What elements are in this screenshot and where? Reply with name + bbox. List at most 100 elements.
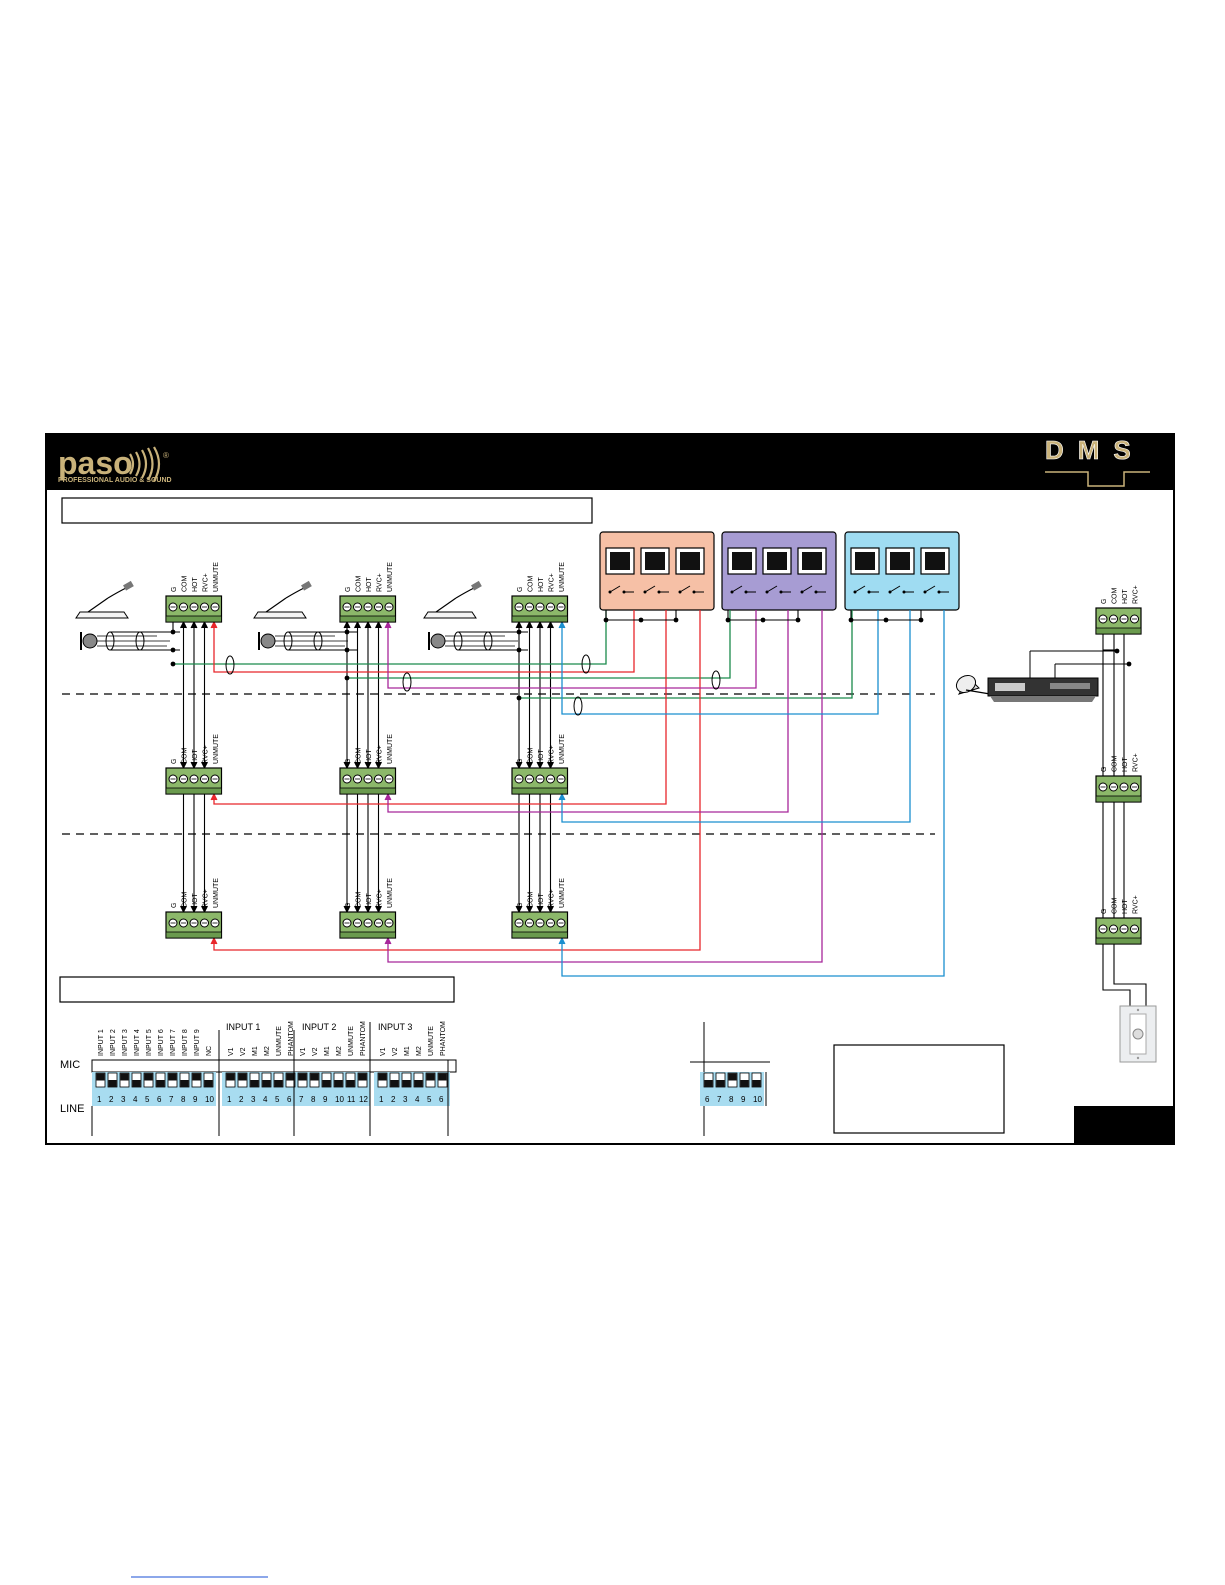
dip-label: INPUT 2 <box>110 1029 117 1056</box>
pin-label: COM <box>1112 588 1119 605</box>
junction <box>344 647 350 653</box>
pin-label: G <box>517 903 524 908</box>
blue-wire <box>561 610 945 977</box>
dip-number: 10 <box>205 1095 214 1104</box>
red-wire <box>213 610 635 673</box>
brand-name: paso <box>58 445 133 481</box>
junction <box>516 629 522 635</box>
purple-wire <box>387 610 789 813</box>
pin-label: RVC+ <box>1133 585 1140 604</box>
junction <box>760 617 766 623</box>
pin-label: RVC+ <box>549 573 556 592</box>
paso-logo: paso ® PROFESSIONAL AUDIO & SOUND <box>58 445 172 484</box>
dip-lever <box>226 1073 235 1081</box>
pin-label: UNMUTE <box>387 878 394 908</box>
cable-bundle-icon <box>711 670 721 690</box>
dip-lever <box>180 1080 189 1087</box>
zone-selector-panel <box>844 531 960 611</box>
dip-label: M1 <box>252 1046 259 1056</box>
dip-number: 8 <box>311 1095 316 1104</box>
junction <box>848 617 854 623</box>
pin-label: G <box>345 587 352 592</box>
dip-label: INPUT 6 <box>158 1029 165 1056</box>
blue-wire <box>561 610 879 715</box>
group-label: INPUT 2 <box>302 1022 336 1032</box>
pin-label: UNMUTE <box>213 734 220 764</box>
dip-lever <box>120 1073 129 1081</box>
dip-lever <box>346 1080 355 1087</box>
dip-label: UNMUTE <box>348 1026 355 1056</box>
mic-strip <box>91 1059 457 1073</box>
page-tab <box>1074 1106 1174 1144</box>
dip-label: V2 <box>312 1047 319 1056</box>
sound-waves-icon <box>129 446 161 482</box>
dip-lever <box>132 1080 141 1087</box>
pin-label: HOT <box>1122 899 1129 915</box>
dip-number: 5 <box>427 1095 432 1104</box>
group-label: INPUT 1 <box>226 1022 260 1032</box>
line-row-label: LINE <box>60 1103 84 1115</box>
pin-label: RVC+ <box>203 573 210 592</box>
pin-label: RVC+ <box>377 745 384 764</box>
mic-row-label: MIC <box>60 1059 80 1071</box>
green-wire <box>347 610 731 679</box>
blue-wire <box>561 610 911 823</box>
dip-lever <box>752 1080 761 1087</box>
dip-lever <box>716 1080 725 1087</box>
pin-label: HOT <box>366 749 373 765</box>
junction <box>883 617 889 623</box>
dip-lever <box>402 1080 411 1087</box>
dip-number: 3 <box>251 1095 256 1104</box>
dip-label: PHANTOM <box>288 1021 295 1056</box>
purple-wire <box>387 610 757 689</box>
dip-number: 9 <box>193 1095 198 1104</box>
pin-label: COM <box>356 892 363 909</box>
dip-label: V2 <box>240 1047 247 1056</box>
dip-title-box <box>59 976 455 1003</box>
dip-number: 8 <box>729 1095 734 1104</box>
junction <box>603 617 609 623</box>
dip-lever <box>274 1080 283 1087</box>
dip-label: V1 <box>300 1047 307 1056</box>
pin-label: HOT <box>192 577 199 593</box>
junction <box>516 647 522 653</box>
dip-lever <box>322 1080 331 1087</box>
pin-label: RVC+ <box>1133 753 1140 772</box>
dip-number: 7 <box>299 1095 304 1104</box>
dip-lever <box>192 1073 201 1081</box>
dip-number: 5 <box>145 1095 150 1104</box>
dip-number: 2 <box>109 1095 114 1104</box>
dip-number: 4 <box>133 1095 138 1104</box>
dip-label: INPUT 4 <box>134 1029 141 1056</box>
pin-label: G <box>171 759 178 764</box>
dip-label: PHANTOM <box>360 1021 367 1056</box>
volume-control-plate <box>1119 1005 1157 1063</box>
pin-label: UNMUTE <box>559 878 566 908</box>
pin-label: HOT <box>192 749 199 765</box>
dip-number: 8 <box>181 1095 186 1104</box>
dip-label: V1 <box>380 1047 387 1056</box>
purple-wire <box>387 610 823 963</box>
pin-label: G <box>517 587 524 592</box>
dip-lever <box>704 1080 713 1087</box>
pin-label: RVC+ <box>377 573 384 592</box>
dip-number: 9 <box>741 1095 746 1104</box>
satellite-receiver <box>955 674 1099 702</box>
pin-label: COM <box>182 576 189 593</box>
dip-lever <box>728 1073 737 1081</box>
dip-number: 4 <box>263 1095 268 1104</box>
junction <box>725 617 731 623</box>
pin-label: COM <box>528 576 535 593</box>
dip-lever <box>390 1080 399 1087</box>
vc-wire <box>1113 944 1147 1006</box>
pin-label: COM <box>182 748 189 765</box>
dip-number: 3 <box>121 1095 126 1104</box>
pin-label: RVC+ <box>203 745 210 764</box>
junction <box>170 647 176 653</box>
